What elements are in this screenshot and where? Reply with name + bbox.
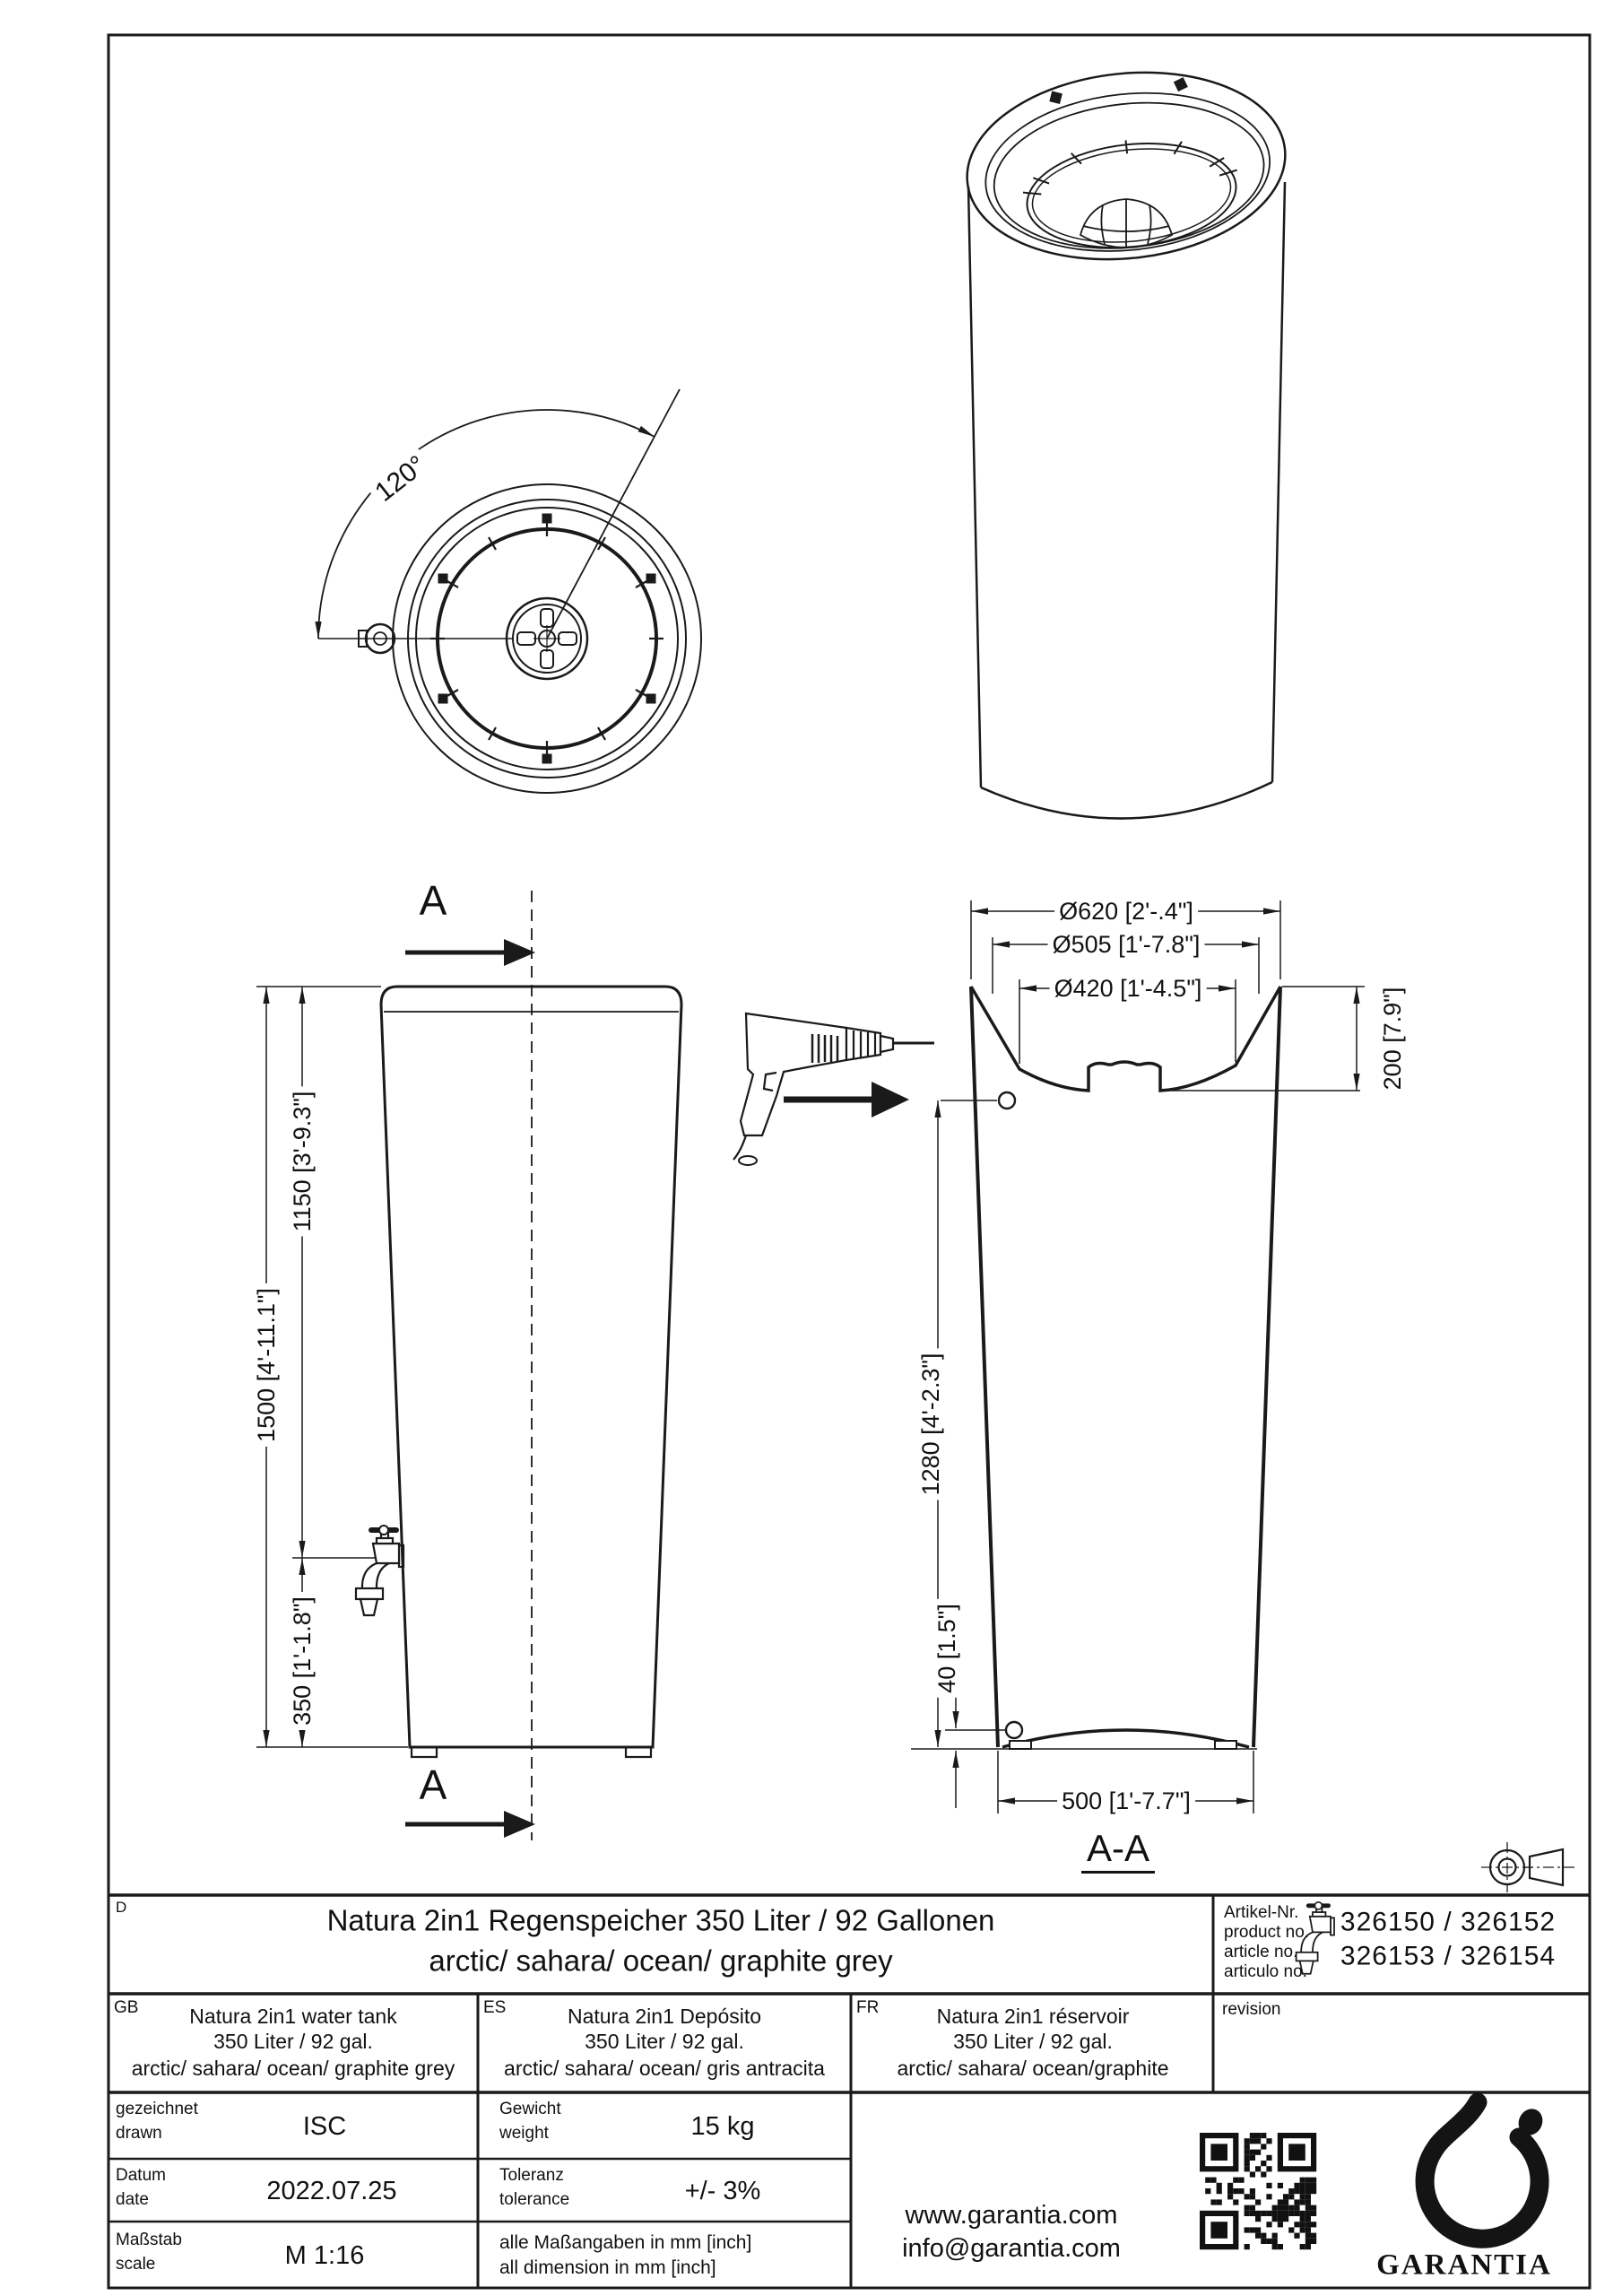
drawn-label-en: drawn — [116, 2124, 162, 2143]
lang-code-fr: FR — [856, 1998, 880, 2017]
top-view — [315, 388, 702, 794]
cut-letter-top: A — [419, 876, 447, 924]
drawing-frame — [107, 33, 1592, 2290]
date-value: 2022.07.25 — [266, 2176, 397, 2205]
article-label-en: product no. — [1224, 1923, 1310, 1942]
lang-code-gb: GB — [114, 1998, 139, 2017]
lang-gb-line2: 350 Liter / 92 gal. — [213, 2029, 373, 2053]
qr-code — [1200, 2133, 1317, 2250]
faucet-icon — [354, 1525, 405, 1617]
website-text: www.garantia.com — [905, 2200, 1118, 2230]
lang-fr-line1: Natura 2in1 réservoir — [936, 2004, 1130, 2028]
projection-symbol-icon — [1481, 1842, 1574, 1892]
scale-label-de: Maßstab — [116, 2231, 182, 2249]
article-label-es: articulo no. — [1224, 1962, 1307, 1981]
dim-height1150: 1150 [3'-9.3"] — [289, 1086, 316, 1237]
date-label-de: Datum — [116, 2166, 166, 2185]
revision-label: revision — [1222, 2000, 1281, 2019]
email-text: info@garantia.com — [902, 2233, 1121, 2263]
weight-label-en: weight — [499, 2124, 549, 2143]
article-label-de: Artikel-Nr. — [1224, 1903, 1299, 1922]
lang-code-es: ES — [483, 1998, 507, 2017]
weight-value: 15 kg — [690, 2111, 755, 2141]
dim-dia420: Ø420 [1'-4.5"] — [1049, 975, 1207, 1001]
lang-fr-line3: arctic/ sahara/ ocean/graphite — [897, 2056, 1169, 2080]
lang-es-line2: 350 Liter / 92 gal. — [585, 2029, 744, 2053]
perspective-view — [966, 71, 1334, 1974]
garantia-logo-icon — [1415, 2092, 1549, 2248]
section-label: A-A — [1080, 1828, 1156, 1874]
cut-letter-bottom: A — [419, 1761, 447, 1808]
drawn-label-de: gezeichnet — [116, 2100, 198, 2118]
tolerance-label-de: Toleranz — [499, 2166, 564, 2185]
lang-gb-line1: Natura 2in1 water tank — [189, 2004, 397, 2028]
dim-height350: 350 [1'-1.8"] — [289, 1592, 316, 1730]
date-label-en: date — [116, 2190, 149, 2209]
drawing-title-line2: arctic/ sahara/ ocean/ graphite grey — [429, 1944, 893, 1978]
article-numbers-line1: 326150 / 326152 — [1340, 1907, 1557, 1937]
units-note-line2: all dimension in mm [inch] — [499, 2257, 716, 2278]
lang-es-line3: arctic/ sahara/ ocean/ gris antracita — [504, 2056, 825, 2080]
scale-label-en: scale — [116, 2255, 156, 2274]
zone-letter: D — [116, 1899, 127, 1916]
article-label-en2: article no. — [1224, 1943, 1298, 1961]
dim-height1500: 1500 [4'-11.1"] — [253, 1283, 280, 1447]
brand-wordmark: GARANTIA — [1376, 2248, 1552, 2282]
lang-es-line1: Natura 2in1 Depósito — [567, 2004, 762, 2028]
units-note-line1: alle Maßangaben in mm [inch] — [499, 2232, 752, 2253]
tolerance-label-en: tolerance — [499, 2190, 570, 2209]
dim-width500: 500 [1'-7.7"] — [1057, 1787, 1195, 1813]
front-view — [256, 891, 683, 1840]
drawn-value: ISC — [302, 2111, 347, 2141]
drawing-title-line1: Natura 2in1 Regenspeicher 350 Liter / 92… — [326, 1903, 995, 1937]
dim-height200: 200 [7.9"] — [1379, 982, 1406, 1095]
tolerance-value: +/- 3% — [684, 2176, 761, 2205]
section-view — [733, 900, 1365, 1813]
dim-dia505: Ø505 [1'-7.8"] — [1047, 931, 1205, 957]
lang-fr-line2: 350 Liter / 92 gal. — [953, 2029, 1113, 2053]
dim-height40: 40 [1.5"] — [933, 1599, 960, 1698]
dim-dia620: Ø620 [2'-.4"] — [1054, 898, 1198, 924]
weight-label-de: Gewicht — [499, 2100, 561, 2118]
article-numbers-line2: 326153 / 326154 — [1340, 1941, 1557, 1971]
scale-value: M 1:16 — [284, 2240, 365, 2270]
dim-height1280: 1280 [4'-2.3"] — [917, 1348, 944, 1500]
drill-icon — [733, 1012, 934, 1166]
lang-gb-line3: arctic/ sahara/ ocean/ graphite grey — [131, 2056, 455, 2080]
